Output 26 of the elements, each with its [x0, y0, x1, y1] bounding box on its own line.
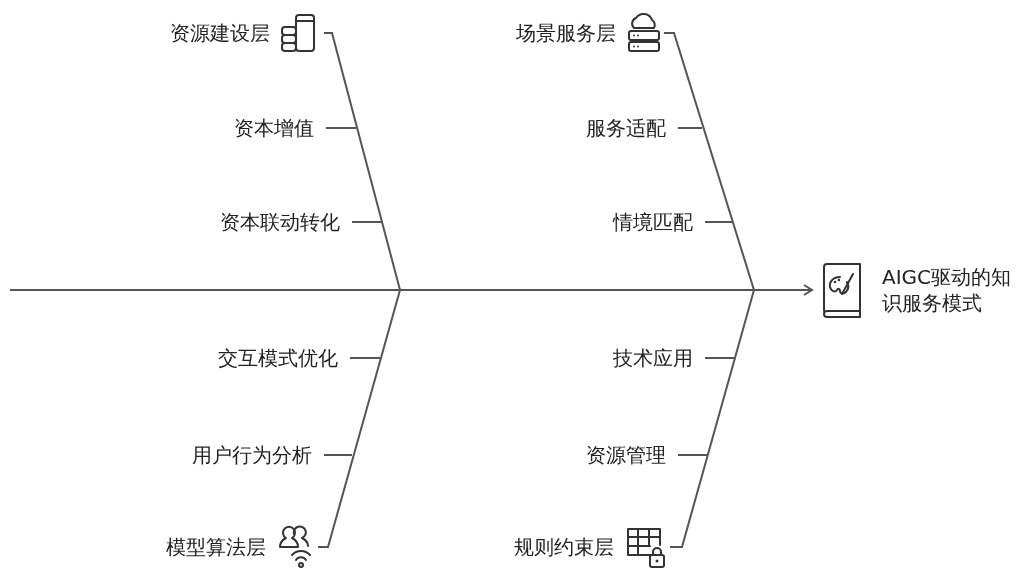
cause-label: 用户行为分析: [174, 440, 324, 470]
branch-line: [677, 454, 709, 456]
branch-line: [351, 221, 382, 223]
spine-arrow: [9, 284, 813, 296]
branch-line: [323, 454, 353, 456]
branch-line: [325, 127, 357, 129]
bone-line: [663, 32, 755, 291]
bone-line: [669, 289, 755, 548]
category-label: 模型算法层: [166, 535, 266, 559]
cause-label: 服务适配: [572, 113, 678, 143]
category-label: 场景服务层: [516, 21, 616, 45]
category-label: 资源建设层: [170, 21, 270, 45]
bone-line: [317, 289, 401, 548]
cause-label: 资本联动转化: [206, 207, 352, 237]
cause-label: 交互模式优化: [200, 343, 350, 373]
category-label: 规则约束层: [514, 535, 614, 559]
branch-line: [704, 221, 733, 223]
cause-label: 资源管理: [572, 440, 678, 470]
cause-label: 资本增值: [214, 113, 326, 143]
bone-line: [323, 32, 401, 291]
result-label: AIGC驱动的知识服务模式: [882, 264, 1013, 316]
cause-label: 技术应用: [599, 343, 705, 373]
branch-line: [349, 357, 381, 359]
branch-line: [704, 357, 736, 359]
cause-label: 情境匹配: [599, 207, 705, 237]
branch-line: [677, 127, 703, 129]
